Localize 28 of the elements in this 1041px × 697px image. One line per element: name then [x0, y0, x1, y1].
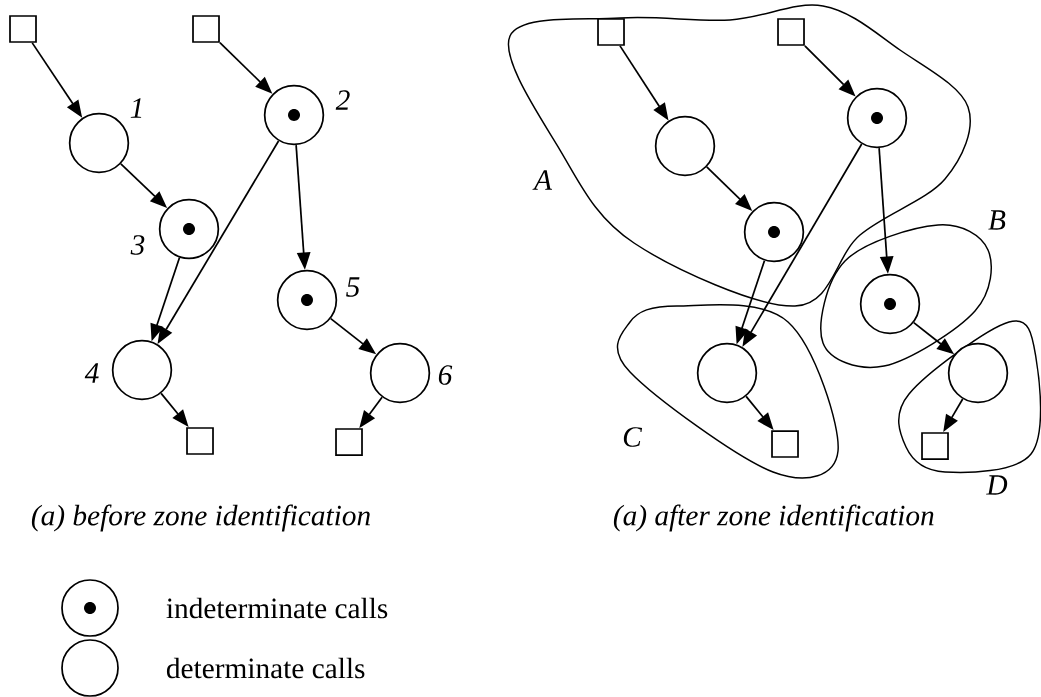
square-box [9, 15, 37, 43]
legend-text: determinate calls [166, 657, 365, 679]
node-number: 2 [335, 90, 350, 110]
square-box [777, 18, 805, 46]
node-number: 6 [438, 365, 453, 385]
square-box [192, 15, 220, 43]
node-number: 4 [84, 363, 99, 383]
figure-caption: (a) after zone identification [613, 504, 934, 532]
indeterminate-call-circle [743, 201, 805, 263]
indeterminate-call-circle [859, 273, 921, 335]
call-circle [696, 342, 758, 404]
square-box [186, 427, 214, 455]
node-label: D [986, 475, 1008, 495]
call-circle [947, 342, 1009, 404]
call-circle [654, 115, 716, 177]
legend-text: indeterminate calls [166, 597, 388, 619]
square-box [335, 428, 363, 456]
node-label: B [988, 210, 1006, 230]
node-number: 1 [130, 98, 142, 118]
square-box [597, 18, 625, 46]
node-number: 3 [130, 235, 145, 255]
square-box [921, 432, 949, 460]
figure-caption: (a) before zone identification [31, 504, 370, 532]
indeterminate-call-circle [846, 87, 908, 149]
zone-outline: C [616, 303, 839, 479]
square-box [771, 430, 799, 458]
node-number: 5 [346, 277, 360, 297]
zone-outline: A [507, 4, 971, 307]
